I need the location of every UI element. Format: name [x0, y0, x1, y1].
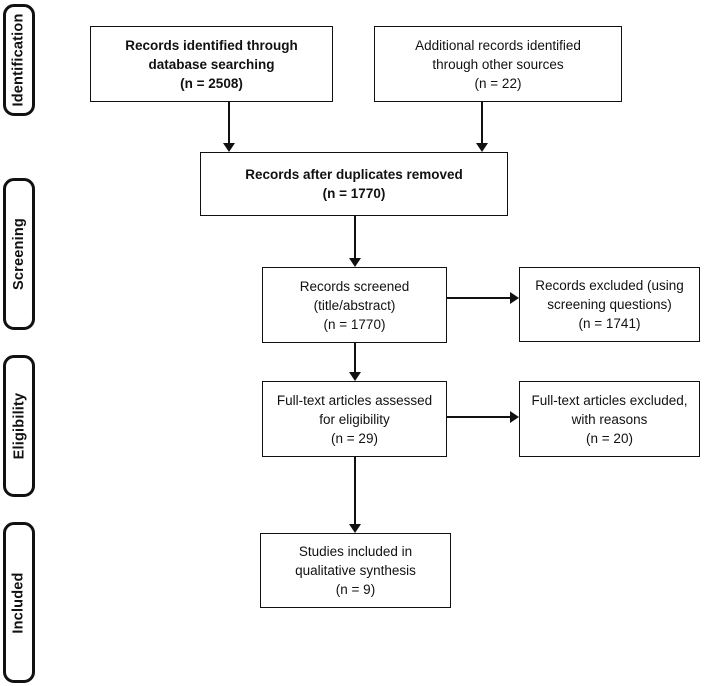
arrow-head-down-icon	[349, 372, 361, 381]
box-line: screening questions)	[547, 297, 672, 312]
stage-identification-label: Identification	[11, 13, 27, 107]
arrow-line	[354, 343, 356, 373]
arrow-line	[447, 297, 511, 299]
box-line: (n = 1770)	[323, 316, 386, 332]
stage-eligibility-label: Eligibility	[11, 392, 27, 460]
box-line: database searching	[148, 56, 275, 72]
box-duplicates-removed: Records after duplicates removed (n = 17…	[200, 152, 508, 216]
box-line: Records identified through	[125, 37, 298, 53]
box-line: Studies included in	[298, 544, 413, 559]
box-additional-records: Additional records identified through ot…	[374, 26, 622, 102]
arrow-head-down-icon	[349, 258, 361, 267]
box-fulltext-excluded: Full-text articles excluded, with reason…	[519, 381, 700, 457]
box-line: (title/abstract)	[313, 297, 396, 313]
box-line: Records after duplicates removed	[245, 167, 463, 182]
box-line: Records screened	[299, 278, 410, 294]
box-line: for eligibility	[319, 411, 390, 427]
arrow-line	[354, 457, 356, 525]
box-records-excluded: Records excluded (using screening questi…	[519, 267, 700, 342]
box-line: (n = 22)	[474, 75, 522, 91]
arrow-head-right-icon	[510, 292, 519, 304]
box-line: through other sources	[432, 56, 564, 72]
stage-included: Included	[3, 522, 35, 683]
stage-included-label: Included	[11, 571, 27, 634]
box-records-identified: Records identified through database sear…	[90, 26, 333, 102]
arrow-line	[447, 416, 511, 418]
box-line: qualitative synthesis	[295, 563, 416, 578]
arrow-line	[228, 102, 230, 144]
arrow-head-down-icon	[223, 143, 235, 152]
arrow-head-down-icon	[476, 143, 488, 152]
box-line: Additional records identified	[415, 37, 581, 53]
box-fulltext-assessed: Full-text articles assessed for eligibil…	[262, 381, 447, 457]
box-studies-included: Studies included in qualitative synthesi…	[260, 533, 451, 608]
box-line: Records excluded (using	[535, 278, 684, 293]
box-line: with reasons	[571, 411, 648, 427]
box-line: (n = 1741)	[578, 316, 641, 331]
stage-identification: Identification	[3, 4, 35, 116]
arrow-line	[354, 216, 356, 259]
stage-eligibility: Eligibility	[3, 355, 35, 497]
box-line: (n = 1770)	[322, 186, 386, 201]
box-records-screened: Records screened (title/abstract) (n = 1…	[262, 267, 447, 343]
box-line: (n = 9)	[335, 582, 376, 597]
box-line: (n = 29)	[331, 430, 378, 446]
stage-screening-label: Screening	[11, 218, 28, 290]
arrow-head-down-icon	[349, 524, 361, 533]
stage-screening: Screening	[3, 178, 35, 330]
box-line: Full-text articles assessed	[276, 392, 433, 408]
box-line: (n = 20)	[586, 430, 633, 446]
box-line: (n = 2508)	[180, 75, 243, 91]
box-line: Full-text articles excluded,	[531, 392, 688, 408]
arrow-head-right-icon	[510, 411, 519, 423]
arrow-line	[481, 102, 483, 144]
